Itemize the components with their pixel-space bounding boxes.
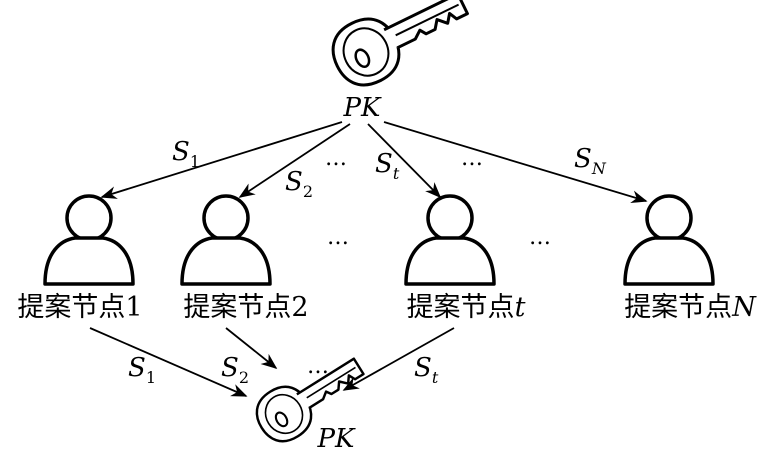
bottom-edge-label-1: S1: [128, 353, 156, 387]
top-ellipsis-right: …: [461, 146, 483, 171]
top-edge-label-1: S1: [172, 137, 200, 171]
top-edge-2-arrow: [238, 123, 351, 198]
top-edge-label-2: S2: [285, 167, 313, 201]
bottom-edge-1-arrow: [89, 327, 248, 397]
middle-ellipsis-right: …: [529, 225, 551, 250]
bottom-pk-label: PK: [317, 424, 356, 454]
top-ellipsis-left: …: [325, 146, 347, 171]
bottom-ellipsis: …: [307, 354, 329, 379]
node-label-n: 提案节点N: [624, 292, 757, 323]
bottom-edge-label-t: St: [414, 353, 439, 387]
middle-ellipsis-left: …: [327, 225, 349, 250]
top-pk-label: PK: [343, 93, 382, 123]
person-icon: [43, 194, 135, 286]
top-edge-n-arrow: [383, 121, 648, 203]
node-label-t: 提案节点t: [407, 292, 526, 323]
bottom-edge-label-2: S2: [221, 353, 249, 387]
bottom-edge-t-arrow: [342, 327, 455, 391]
top-edge-1-arrow: [100, 121, 343, 199]
node-label-1: 提案节点1: [17, 292, 142, 323]
person-icon: [404, 194, 496, 286]
top-edge-label-n: SN: [574, 144, 607, 178]
node-label-2: 提案节点2: [183, 292, 308, 323]
bottom-edge-2-arrow: [225, 327, 278, 370]
top-edge-label-t: St: [375, 149, 400, 183]
person-icon: [623, 194, 715, 286]
top-edge-t-arrow: [367, 123, 442, 199]
person-icon: [180, 194, 272, 286]
top-key-icon: [321, 0, 479, 97]
